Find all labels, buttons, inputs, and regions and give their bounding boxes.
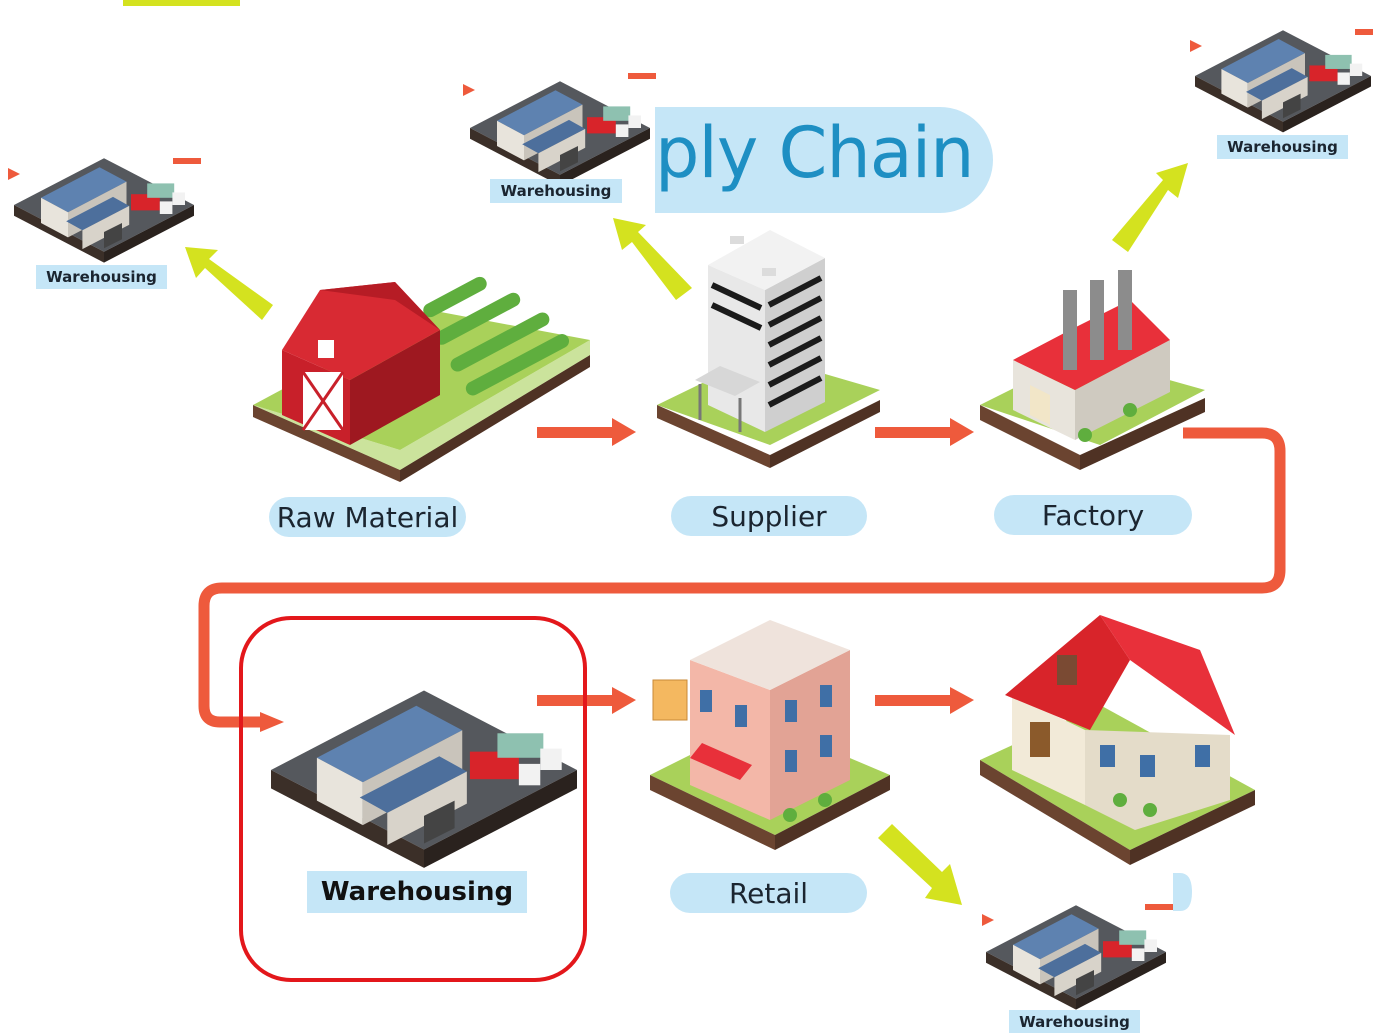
page-title: ply Chain [655,112,975,194]
retail-shop-icon [650,620,890,850]
mini-warehouse-icon-left [14,158,194,263]
label-raw-material: Raw Material [269,497,466,537]
mini-warehouse-icon-top-center [470,81,650,186]
label-retail: Retail [670,873,867,913]
title-banner [655,107,993,213]
side-arrow-retail [878,824,962,905]
flow-arrow-supplier-to-factory [875,418,974,446]
corner-tab [123,0,240,6]
label-factory: Factory [994,495,1192,535]
side-arrow-supplier [613,218,692,300]
mini-warehouse-icon-bottom-right [986,905,1166,1010]
side-arrow-factory [1112,163,1188,252]
mini-label-bottom-right: Warehousing [1009,1010,1140,1033]
label-warehousing: Warehousing [307,871,527,913]
selection-highlight [239,616,587,982]
flow-arrow-factory-to-warehousing [198,427,1286,732]
decor-markers [8,29,1373,926]
house-icon [980,615,1255,865]
side-arrow-raw-material [185,247,273,320]
label-supplier: Supplier [671,496,867,536]
mini-warehouse-icon-top-right [1195,30,1371,133]
flow-arrow-warehousing-to-retail [537,687,636,714]
flow-arrow-retail-to-house [875,687,974,714]
mini-label-top-right: Warehousing [1217,135,1348,159]
factory-icon [980,270,1205,470]
barn-icon [253,276,590,482]
flow-arrow-raw-to-supplier [537,418,636,446]
mini-label-left: Warehousing [36,265,167,289]
office-building-icon [657,230,880,468]
mini-label-top-center: Warehousing [490,179,622,203]
